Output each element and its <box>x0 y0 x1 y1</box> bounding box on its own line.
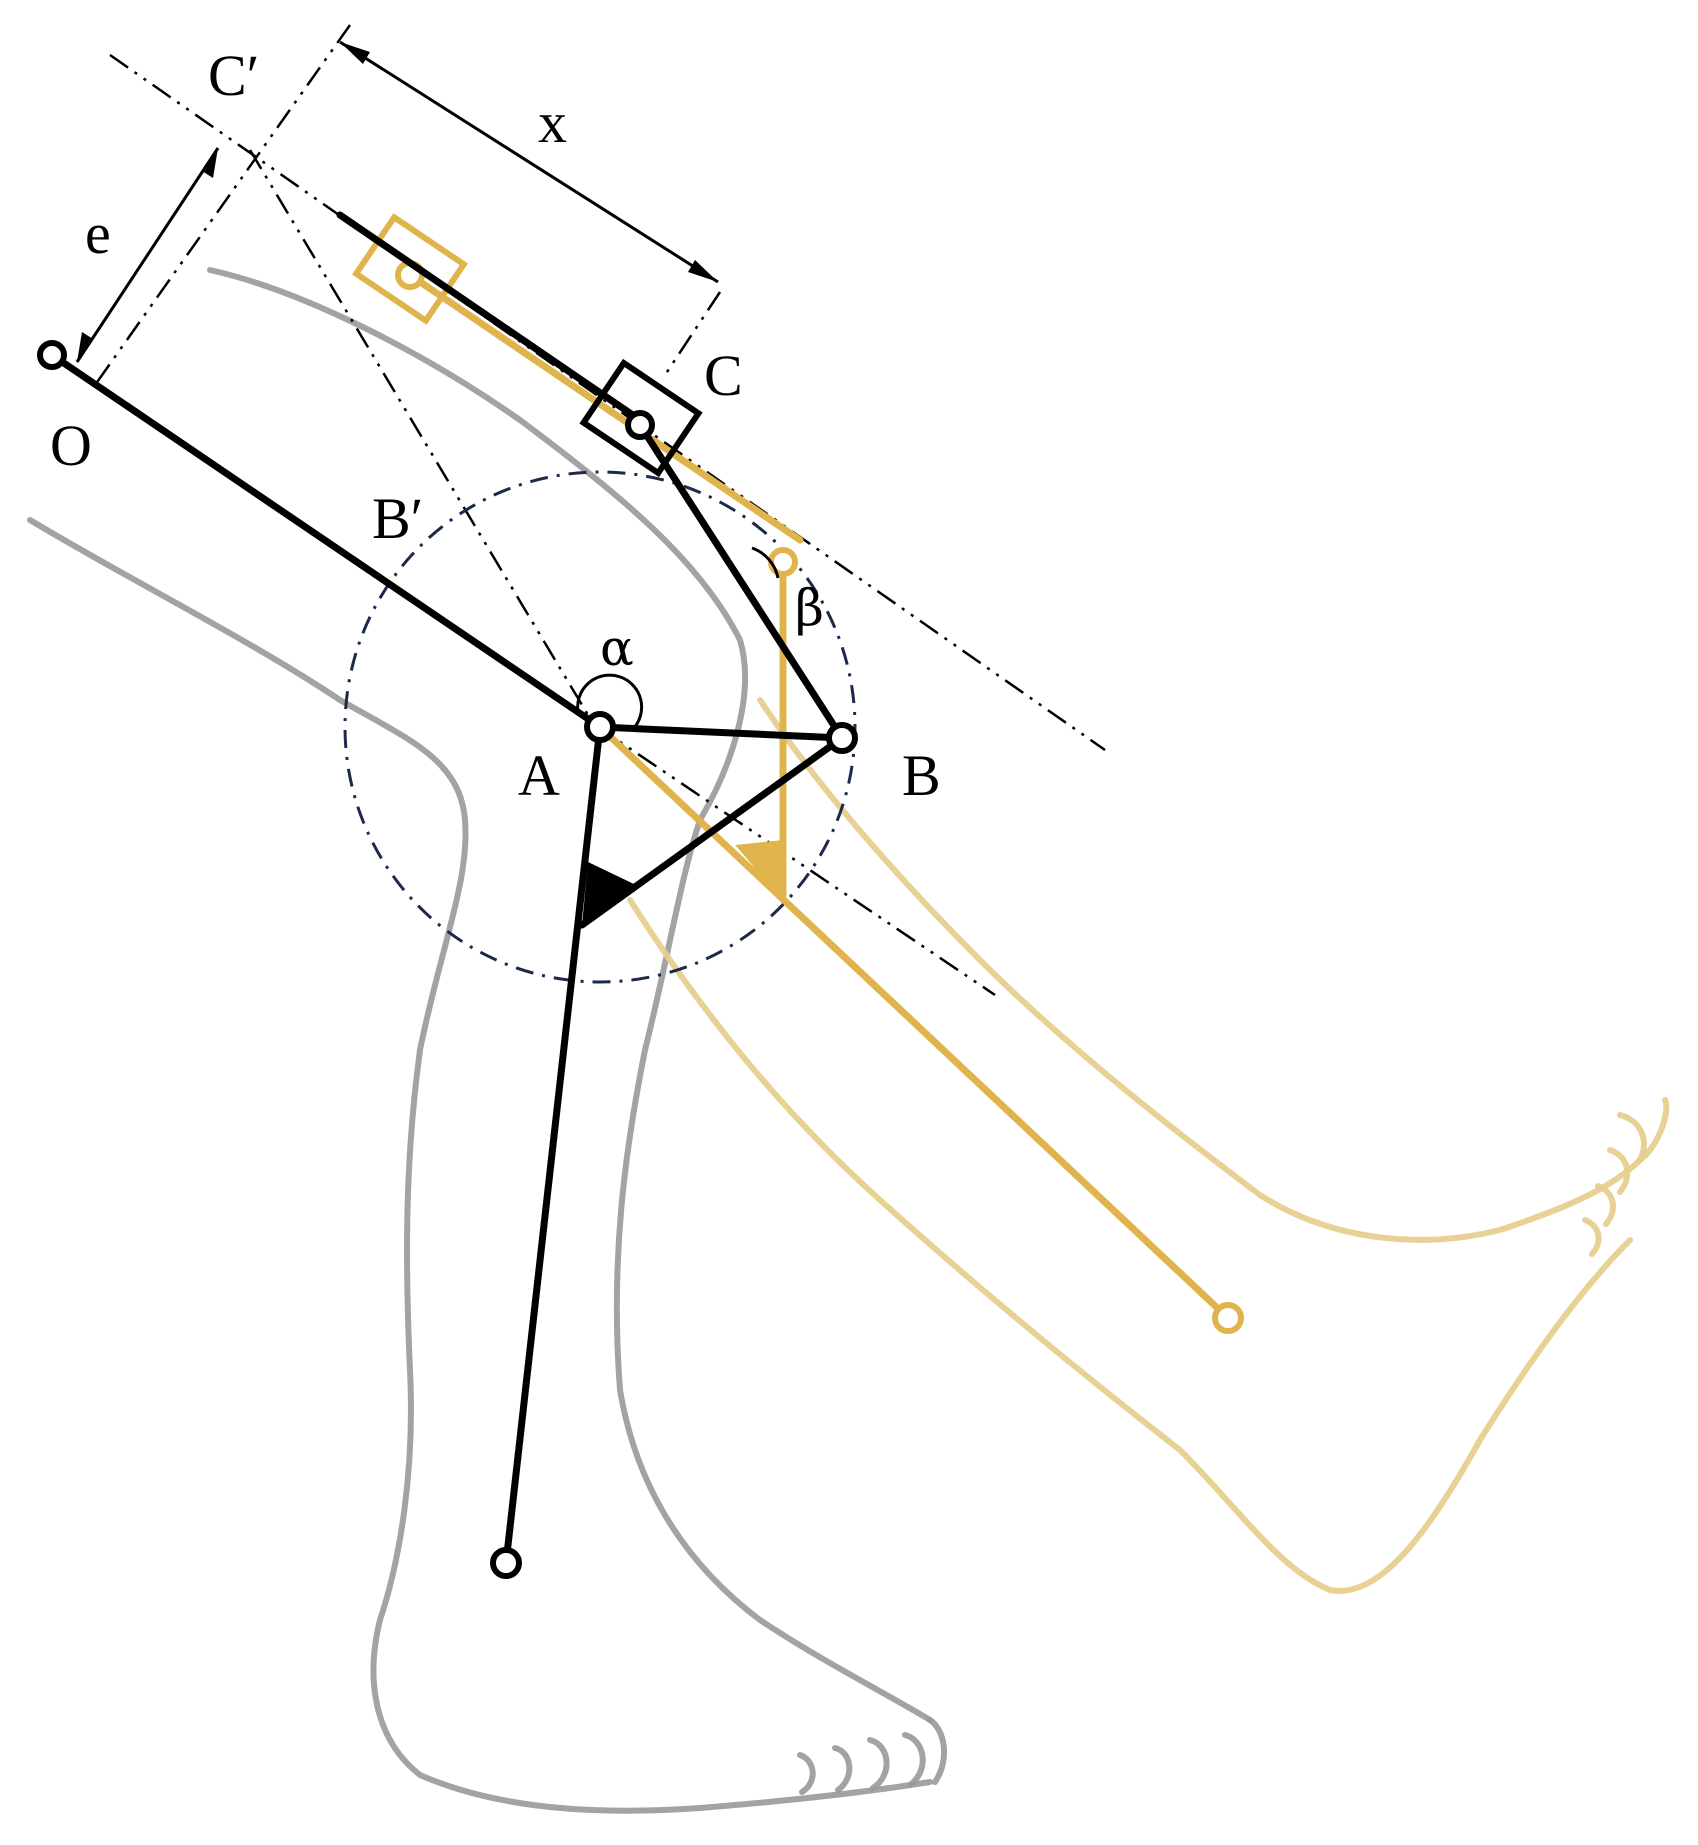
slider-joint-C <box>625 410 655 440</box>
shank-bracket-black <box>582 862 636 925</box>
label-alpha: α <box>600 619 634 677</box>
arrowhead-x-start <box>340 42 370 64</box>
gold-shank-link <box>596 723 1232 1322</box>
gold-shank-bracket <box>735 840 783 900</box>
link-AB <box>596 723 846 742</box>
rotation-circle <box>343 470 857 984</box>
arrowhead-e-end <box>77 332 93 362</box>
joint-A <box>584 711 616 743</box>
leg-outline-bent <box>27 267 948 1814</box>
toe-2 <box>867 1737 890 1791</box>
toe-1 <box>902 1732 926 1788</box>
dimension-e <box>75 147 220 363</box>
label-B-prime: B′ <box>372 486 423 551</box>
toe-3 <box>832 1745 853 1793</box>
toe-c <box>1595 1183 1616 1227</box>
shin-top-outline <box>757 697 1643 1243</box>
gold-ankle-joint <box>1212 1302 1244 1334</box>
shin-bottom-outline <box>627 897 1633 1594</box>
coupler-CB <box>636 421 846 742</box>
label-e: e <box>85 201 111 266</box>
slider-block-black <box>579 358 703 478</box>
alpha-angle-arc <box>576 673 644 732</box>
label-C: C <box>704 343 743 408</box>
offset-line-upper <box>93 24 352 386</box>
label-A: A <box>518 743 560 808</box>
gold-slider-block <box>352 213 468 325</box>
toe-a <box>1617 1112 1647 1163</box>
dimension-x <box>339 40 719 284</box>
leg-outline-extended <box>627 697 1670 1594</box>
shank-link <box>502 723 604 1567</box>
joint-O <box>37 340 67 370</box>
arrowhead-x-end <box>688 260 718 282</box>
thigh-back-outline <box>27 517 933 1814</box>
slider-rod-black <box>336 211 644 424</box>
toe-d <box>1582 1217 1602 1257</box>
construction-lines <box>93 24 1106 997</box>
mechanism-extended <box>352 213 1244 1334</box>
joint-B <box>826 722 858 754</box>
toe-4 <box>797 1752 816 1795</box>
label-x: x <box>538 90 567 155</box>
ankle-joint-black <box>490 1547 522 1579</box>
thigh-front-outline <box>207 267 933 1723</box>
toe-b <box>1607 1147 1631 1195</box>
foot-sole-outline <box>1637 1097 1670 1163</box>
foot-outline <box>927 1717 948 1785</box>
b-prime-line <box>248 149 602 736</box>
label-B: B <box>902 743 941 808</box>
label-beta: β <box>795 579 824 637</box>
offset-line-c <box>663 291 722 376</box>
arrowhead-e-start <box>202 148 218 178</box>
link-B-to-shank <box>578 734 846 929</box>
beta-angle-arc <box>751 546 780 579</box>
label-O: O <box>50 413 92 478</box>
gold-slider-rod <box>406 271 804 544</box>
mechanism-current <box>37 211 858 1579</box>
label-C-prime: C′ <box>208 43 259 108</box>
thigh-link-OA <box>48 351 604 731</box>
